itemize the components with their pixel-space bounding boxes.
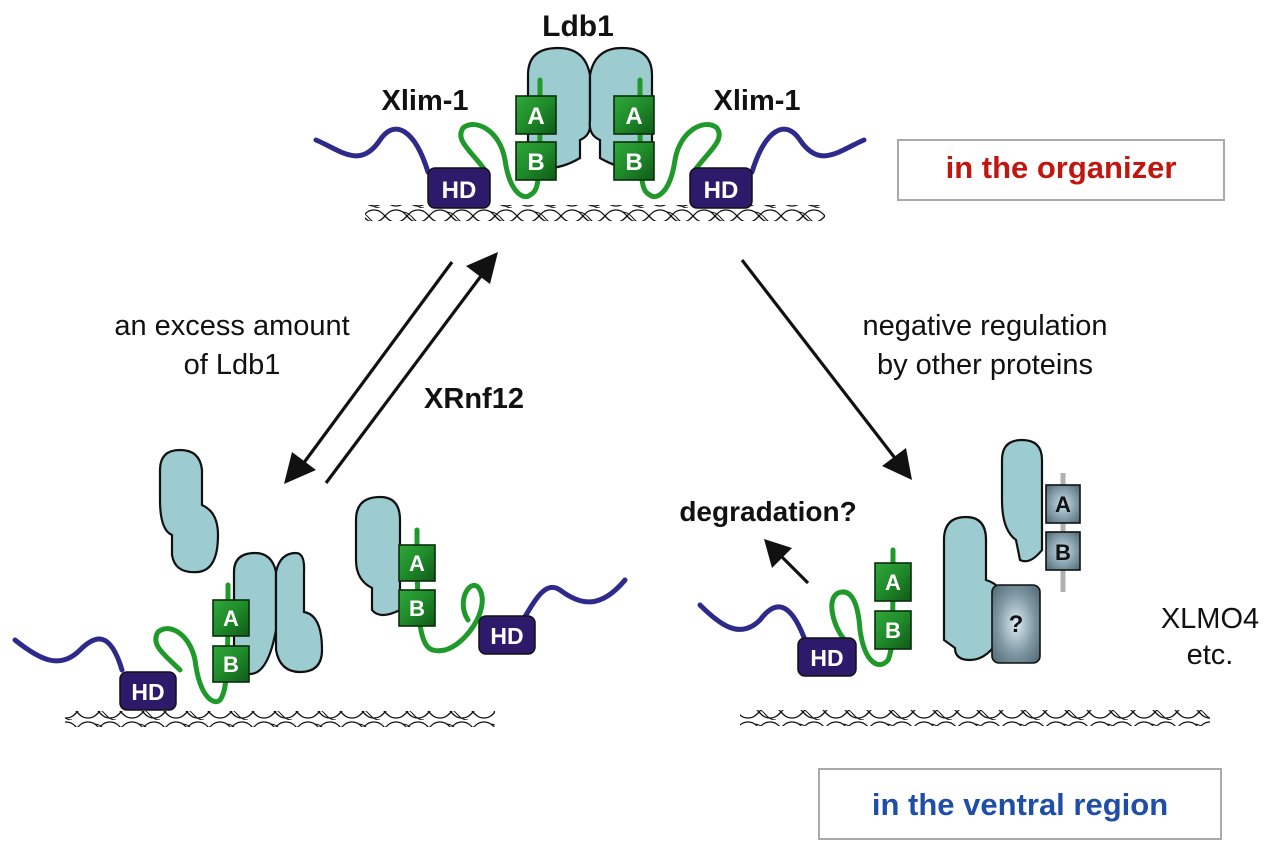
- ldb1-free-monomer: [158, 448, 220, 574]
- lmo-b-label: B: [1055, 540, 1071, 565]
- negative-regulation-label-line1: negative regulation: [862, 310, 1107, 342]
- xlim1-tail: [12, 636, 125, 673]
- hd-label: HD: [704, 177, 739, 204]
- unknown-protein: [991, 584, 1041, 664]
- dna-helix: [65, 711, 495, 727]
- xlim1-right-tail: [749, 126, 867, 175]
- homeodomain: [797, 637, 857, 677]
- organizer-label: in the organizer: [946, 150, 1177, 185]
- xlmo4-label-line2: etc.: [1187, 639, 1234, 671]
- arrow-excess-ldb1: [284, 261, 454, 484]
- organizer-complex: HD A B HD A B Ldb1 Xlim-1 Xlim-1: [313, 10, 867, 221]
- lmo-a-label: A: [1055, 492, 1071, 517]
- lim-a-label: A: [223, 606, 239, 631]
- arrow-xrnf12: [324, 252, 498, 484]
- ldb1-title: Ldb1: [542, 10, 614, 43]
- lim-b: [874, 610, 912, 650]
- homeodomain: [119, 671, 177, 711]
- hd-label: HD: [131, 679, 164, 705]
- xlmo4-label-line1: XLMO4: [1161, 603, 1259, 635]
- xlim1-tail: [517, 577, 628, 628]
- lim-b-label: B: [527, 149, 544, 176]
- lim-a-label: A: [527, 103, 544, 130]
- lim-a: [398, 544, 436, 582]
- ldb1-monomer-bound: [354, 495, 402, 617]
- xrnf12-label: XRnf12: [424, 383, 524, 415]
- arrow-negative-regulation: [740, 259, 912, 480]
- lim-a-left: [515, 95, 557, 135]
- xlim1-right-label: Xlim-1: [713, 85, 800, 117]
- lim-b-label: B: [625, 149, 642, 176]
- lim-b-right: [613, 141, 655, 181]
- lim-a: [212, 599, 250, 637]
- unknown-protein-label: ?: [1009, 611, 1024, 638]
- lim-a-label: A: [409, 551, 425, 576]
- arrow-degradation: [764, 539, 810, 585]
- lim-b-label: B: [223, 652, 239, 677]
- ventral-excess-complex: HD A B HD A B: [12, 448, 628, 727]
- lim-b: [398, 589, 436, 627]
- hd-label: HD: [442, 177, 477, 204]
- lmo-b: [1045, 531, 1081, 571]
- xlim1-tail: [697, 602, 808, 643]
- lmo-a: [1045, 484, 1081, 524]
- ldb1-right-subunit: [274, 551, 324, 674]
- degradation-label: degradation?: [679, 496, 856, 527]
- lim-b: [212, 645, 250, 683]
- dna-helix: [740, 710, 1210, 726]
- xlim1-left-label: Xlim-1: [381, 85, 468, 117]
- excess-ldb1-label-line2: of Ldb1: [184, 349, 281, 381]
- homeodomain: [478, 615, 536, 655]
- ventral-negative-regulation: HD A B ? A B XLMO4 etc.: [697, 438, 1259, 726]
- ventral-label: in the ventral region: [872, 787, 1168, 822]
- homeodomain-right: [689, 167, 753, 209]
- hd-label: HD: [810, 645, 843, 671]
- lim-b-label: B: [409, 596, 425, 621]
- ldb1-monomer-lmo: [1000, 438, 1044, 563]
- ventral-region-box: in the ventral region: [818, 768, 1222, 840]
- homeodomain-left: [427, 167, 491, 209]
- xlim1-left-tail: [313, 126, 431, 175]
- dna-helix: [365, 205, 825, 221]
- negative-regulation-label-line2: by other proteins: [877, 349, 1093, 381]
- excess-ldb1-label-line1: an excess amount: [114, 310, 349, 342]
- organizer-region-box: in the organizer: [897, 139, 1225, 201]
- lim-a-label: A: [625, 103, 642, 130]
- lim-a-right: [613, 95, 655, 135]
- hd-label: HD: [490, 623, 523, 649]
- lim-a-label: A: [885, 570, 901, 595]
- lim-b-label: B: [885, 618, 901, 643]
- lim-b-left: [515, 141, 557, 181]
- lim-a: [874, 562, 912, 602]
